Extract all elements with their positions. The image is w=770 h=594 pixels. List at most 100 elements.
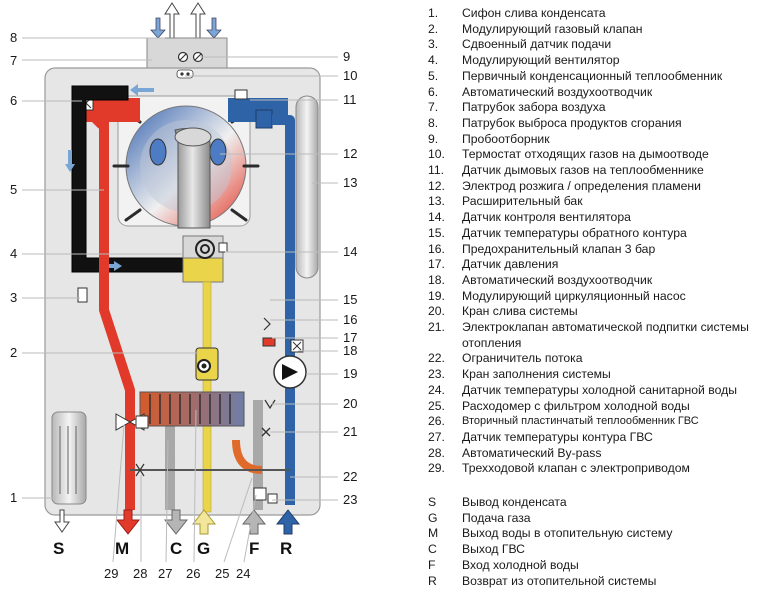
io-label-c: C — [170, 539, 182, 558]
connection-text: Выход ГВС — [462, 542, 525, 557]
connection-code: S — [428, 495, 437, 509]
legend-number: 5. — [428, 68, 439, 83]
plate-heat-exchanger — [139, 391, 245, 427]
connection-text: Вход холодной воды — [462, 557, 579, 572]
boiler-cabinet — [44, 67, 321, 516]
legend-number: 26. — [428, 414, 445, 429]
legend-item: 5. Первичный конденсационный теплообменни… — [428, 69, 768, 85]
legend-text: Патрубок забора воздуха — [462, 100, 606, 115]
legend-number: 17. — [428, 257, 445, 272]
flow-sensor — [77, 287, 88, 303]
legend-item: 19. Модулирующий циркуляционный насос — [428, 289, 768, 305]
bottom-connections — [54, 509, 301, 535]
callout-9: 9 — [343, 49, 350, 64]
legend-text: Кран слива системы — [462, 304, 578, 319]
legend-number: 7. — [428, 100, 439, 115]
callout-28: 28 — [133, 566, 147, 581]
legend-item: 29.Трехходовой клапан с электроприводом — [428, 461, 768, 477]
ignition-electrode-icon — [149, 138, 167, 166]
legend-item: 24.Датчик температуры холодной санитарно… — [428, 383, 768, 399]
legend-text: Датчик температуры контура ГВС — [462, 429, 653, 444]
legend-item: 8. Патрубок выброса продуктов сгорания — [428, 116, 768, 132]
legend-number: 22. — [428, 351, 445, 366]
callout-16: 16 — [343, 312, 357, 327]
legend-item: 20.Кран слива системы — [428, 304, 768, 320]
legend-number: 10. — [428, 147, 445, 162]
legend-text: Первичный конденсационный теплообменник — [462, 68, 723, 83]
legend-text: Патрубок выброса продуктов сгорания — [462, 115, 682, 130]
legend-number: 18. — [428, 272, 445, 287]
callout-3: 3 — [10, 290, 17, 305]
connection-text: Возврат из отопительной системы — [462, 573, 657, 588]
callout-6: 6 — [10, 93, 17, 108]
legend-item: 12.Электрод розжига / определения пламен… — [428, 179, 768, 195]
legend-text: Электроклапан автоматической подпитки си… — [462, 320, 749, 350]
callout-19: 19 — [343, 366, 357, 381]
legend-text: Кран заполнения системы — [462, 367, 611, 382]
legend-text: Ограничитель потока — [462, 351, 583, 366]
legend-item: 9. Пробоотборник — [428, 132, 768, 148]
legend-text: Трехходовой клапан с электроприводом — [462, 461, 690, 476]
connection-code: M — [428, 526, 439, 541]
flue-outlet-arrows — [150, 2, 222, 39]
callout-14: 14 — [343, 244, 357, 259]
callout-26: 26 — [186, 566, 200, 581]
legend-number: 21. — [428, 320, 445, 335]
legend-text: Термостат отходящих газов на дымоотводе — [462, 147, 709, 162]
legend-number: 28. — [428, 445, 445, 460]
legend-item: 10. Термостат отходящих газов на дымоотво… — [428, 147, 768, 163]
legend-text: Расходомер с фильтром холодной воды — [462, 398, 690, 413]
callout-22: 22 — [343, 469, 357, 484]
legend-number: 8. — [428, 115, 439, 130]
legend-text: Пробоотборник — [462, 131, 550, 146]
legend-number: 9. — [428, 131, 439, 146]
legend-item: 13.Расширительный бак — [428, 194, 768, 210]
legend-item: 26.Вторичный пластинчатый теплообменник … — [428, 414, 768, 430]
connection-code: G — [428, 510, 438, 525]
io-label-m: M — [115, 539, 129, 558]
legend-text: Расширительный бак — [462, 194, 583, 209]
legend-text: Сифон слива конденсата — [462, 6, 606, 20]
legend-number: 23. — [428, 367, 445, 382]
callout-7: 7 — [10, 53, 17, 68]
legend-number: 25. — [428, 398, 445, 413]
callout-4: 4 — [10, 246, 17, 261]
legend-number: 27. — [428, 429, 445, 444]
legend-item: 22. Ограничитель потока — [428, 351, 768, 367]
connection-text: Выход воды в отопительную систему — [462, 526, 673, 541]
legend-item: 16.Предохранительный клапан 3 бар — [428, 242, 768, 258]
callout-13: 13 — [343, 175, 357, 190]
boiler-diagram: 8 7 6 5 4 3 2 1 9 10 11 12 13 14 15 16 1… — [10, 2, 357, 581]
legend-item: 11.Датчик дымовых газов на теплообменник… — [428, 163, 768, 179]
legend-number: 6. — [428, 84, 439, 99]
legend-text: Датчик давления — [462, 257, 559, 272]
legend-item: 7. Патрубок забора воздуха — [428, 100, 768, 116]
legend-number: 3. — [428, 37, 439, 52]
legend-number: 19. — [428, 288, 445, 303]
legend-text: Автоматический By-pass — [462, 445, 602, 460]
legend-item: 4.Модулирующий вентилятор — [428, 53, 768, 69]
legend-number: 11. — [428, 163, 445, 178]
legend-text: Модулирующий газовый клапан — [462, 21, 643, 36]
callout-21: 21 — [343, 424, 357, 439]
legend-text: Автоматический воздухоотводчик — [462, 272, 653, 287]
safety-valve-icon — [263, 317, 271, 331]
legend-text: Датчик контроля вентилятора — [462, 210, 631, 225]
callout-23: 23 — [343, 492, 357, 507]
legend-item: 18. Автоматический воздухоотводчик — [428, 273, 768, 289]
callout-20: 20 — [343, 396, 357, 411]
legend-item: 21. Электроклапан автоматической подпитки… — [428, 320, 768, 351]
callout-11: 11 — [343, 92, 357, 107]
callout-15: 15 — [343, 292, 357, 307]
io-label-g: G — [197, 539, 210, 558]
callout-12: 12 — [343, 146, 357, 161]
legend-text: Электрод розжига / определения пламени — [462, 178, 701, 193]
legend-text: Модулирующий вентилятор — [462, 53, 620, 68]
legend-item: 2.Модулирующий газовый клапан — [428, 22, 768, 38]
legend-text: Модулирующий циркуляционный насос — [462, 288, 686, 303]
io-label-f: F — [249, 539, 259, 558]
